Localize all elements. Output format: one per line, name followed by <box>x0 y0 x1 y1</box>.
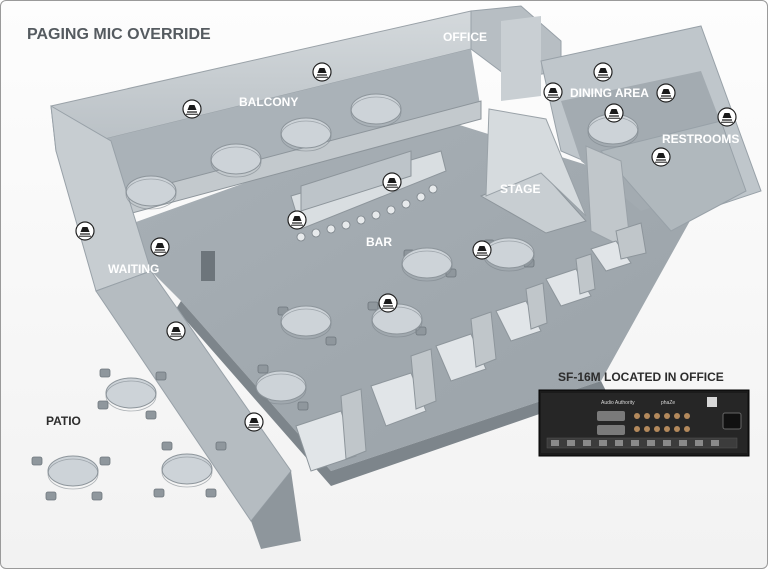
device-brand: Audio Authority <box>601 400 635 406</box>
device-logo: phaZe <box>661 400 675 406</box>
ceiling-speaker-icon <box>382 172 402 192</box>
bar-back <box>300 150 412 212</box>
stage-wall <box>485 108 587 217</box>
ceiling-speaker-icon <box>604 103 624 123</box>
ceiling-speaker-icon <box>244 412 264 432</box>
office-side <box>501 16 541 101</box>
restroom-partition <box>600 120 747 232</box>
balcony-floor <box>56 49 481 211</box>
front-wall <box>251 471 301 549</box>
label-waiting: WAITING <box>108 262 159 276</box>
ceiling-speaker-icon <box>717 107 737 127</box>
ceiling-speaker-icon <box>182 99 202 119</box>
label-restrooms: RESTROOMS <box>662 132 739 146</box>
ceiling-speaker-icon <box>593 62 613 82</box>
label-stage: STAGE <box>500 182 540 196</box>
booth-row <box>295 222 647 472</box>
ceiling-speaker-icon <box>287 210 307 230</box>
page-title: PAGING MIC OVERRIDE <box>27 26 211 43</box>
sf16m-rack-unit: Audio Authority phaZe <box>538 389 750 457</box>
ceiling-speaker-icon <box>472 240 492 260</box>
ceiling-speaker-icon <box>543 82 563 102</box>
ceiling-speaker-icon <box>656 83 676 103</box>
label-dining-area: DINING AREA <box>570 86 649 100</box>
ceiling-speaker-icon <box>312 62 332 82</box>
label-patio: PATIO <box>46 414 81 428</box>
label-bar: BAR <box>366 235 392 249</box>
ceiling-speaker-icon <box>75 221 95 241</box>
ceiling-speaker-icon <box>378 293 398 313</box>
label-office: OFFICE <box>443 30 487 44</box>
device-caption: SF-16M LOCATED IN OFFICE <box>558 370 724 384</box>
ceiling-speaker-icon <box>150 237 170 257</box>
bar-stools <box>296 184 438 242</box>
ceiling-speaker-icon <box>651 147 671 167</box>
host-stand <box>201 251 215 281</box>
ceiling-speaker-icon <box>166 321 186 341</box>
label-balcony: BALCONY <box>239 95 298 109</box>
